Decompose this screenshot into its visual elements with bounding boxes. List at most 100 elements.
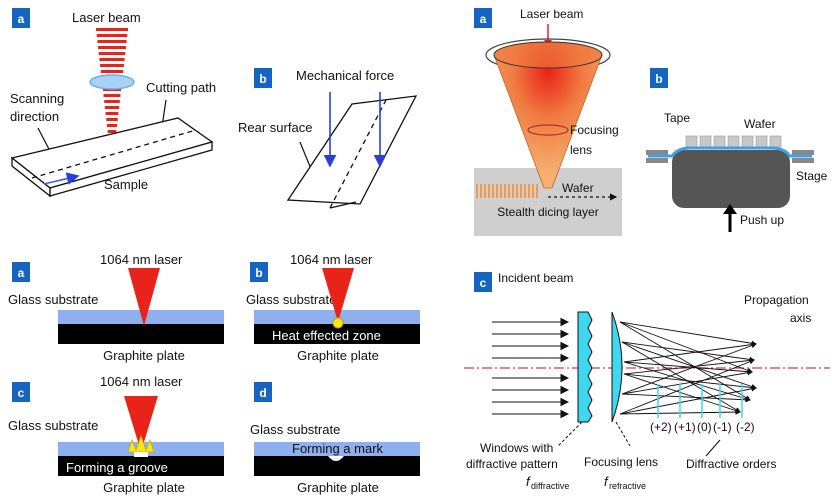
order-label-p2: (+2) [650, 420, 672, 434]
stealth-layer-label: Stealth dicing layer [497, 205, 598, 219]
panel-tl-a: a Laser beam Cutting path Scanning direc… [10, 8, 216, 198]
bl-a-substrate-label: Glass substrate [8, 292, 98, 307]
stealth-stripe [492, 184, 494, 198]
f-refractive-sub: refractive [609, 481, 646, 491]
badge-bl-b [250, 262, 268, 282]
stealth-stripe [524, 184, 526, 198]
diffracted-ray [623, 341, 757, 363]
windows-label-2: diffractive pattern [466, 457, 558, 471]
laser-beam-label: Laser beam [72, 10, 141, 25]
bl-d-plate-label: Graphite plate [297, 480, 379, 495]
stealth-stripe [532, 184, 534, 198]
badge-br-c-text: c [480, 276, 487, 290]
bl-a-plate-label: Graphite plate [103, 348, 185, 363]
laser-stripe [99, 58, 125, 61]
focusing-label-1: Focusing [570, 123, 619, 137]
stealth-stripe [488, 184, 490, 198]
wafer-dies [685, 135, 782, 148]
diffracted-ray [619, 359, 755, 415]
windows-label-1: Windows with [480, 441, 553, 455]
rear-surface-label: Rear surface [238, 120, 312, 135]
bl-c-spark [127, 434, 155, 453]
rear-dashed-line [329, 99, 387, 209]
badge-bl-d [254, 382, 272, 402]
bl-a-laser-cone [128, 268, 160, 326]
bl-d-glass [254, 442, 420, 456]
stage-rail-right-top [792, 150, 814, 155]
bl-d-mark [328, 456, 344, 461]
panel-tr-b: b Tape Wafer Stage Push up [646, 68, 828, 232]
sample-label: Sample [104, 177, 148, 192]
wafer-die [755, 135, 768, 148]
bl-c-groove-label: Forming a groove [66, 460, 168, 475]
incident-rays [492, 317, 570, 419]
scanning-arrow [43, 172, 80, 185]
diffracted-ray [619, 321, 757, 346]
stage-rail-left-top [646, 150, 668, 155]
panel-tl-b: b Mechanical force Rear surface [238, 68, 418, 209]
f-diffractive-base: f [526, 474, 531, 489]
laser-stripe [106, 124, 118, 127]
bl-c-laser-label: 1064 nm laser [100, 374, 183, 389]
stage-rail-right-bottom [792, 158, 814, 163]
push-up-chuck [672, 150, 790, 208]
windows-leader [557, 421, 583, 447]
f-diffractive-sub: diffractive [531, 481, 569, 491]
bl-b-heat-zone [332, 317, 344, 329]
bl-d-plate [254, 456, 420, 476]
diffracted-ray [623, 357, 755, 375]
badge-bl-c [12, 382, 30, 402]
orders-leader [705, 439, 721, 457]
lens-ellipse [89, 74, 135, 90]
laser-stripe [105, 112, 119, 115]
badge-bl-d-text: d [259, 386, 266, 400]
bl-c-plate-label: Graphite plate [103, 480, 185, 495]
order-marks [657, 384, 743, 418]
bl-a-plate [58, 324, 224, 344]
sample-front-face [49, 141, 213, 197]
stealth-stripe [476, 184, 478, 198]
laser-stripe [106, 118, 118, 121]
focusing-lens-ellipse [527, 124, 569, 136]
wafer-die [727, 135, 740, 148]
wafer-parallelogram [286, 95, 418, 205]
diffracted-ray [621, 343, 757, 395]
stealth-layer-stripes [476, 184, 538, 198]
bl-b-plate [254, 324, 420, 344]
badge-bl-a [12, 262, 30, 282]
wafer-die [699, 135, 712, 148]
bl-b-laser-cone [322, 268, 354, 322]
laser-stripe [107, 130, 117, 133]
diffracted-ray [621, 370, 753, 395]
laser-stripe [100, 70, 124, 73]
badge-bl-b-text: b [255, 266, 262, 280]
stage-rail-left-bottom [646, 158, 668, 163]
diffracted-ray [619, 386, 757, 415]
focusing-label-2: lens [570, 143, 592, 157]
diffracted-ray [623, 373, 757, 391]
tr-laser-beam-label: Laser beam [520, 7, 583, 21]
bl-c-groove [134, 452, 148, 457]
stealth-stripe [508, 184, 510, 198]
badge-bl-a-text: a [18, 266, 25, 280]
focusing-lens-label: Focusing lens [584, 455, 658, 469]
laser-stripe [104, 100, 120, 103]
laser-stripe [96, 28, 128, 31]
diffracted-ray [619, 321, 753, 373]
panel-br: c Incident beam Propagation axis (+2) (+… [464, 271, 830, 491]
mechanical-force-label: Mechanical force [296, 68, 394, 83]
propagation-label-1: Propagation [744, 293, 809, 307]
order-label-0: (0) [697, 420, 712, 434]
stealth-stripe [528, 184, 530, 198]
wafer-die [741, 135, 754, 148]
diffractive-orders-label: Diffractive orders [686, 457, 776, 471]
badge-br-c [474, 272, 492, 292]
stage-label: Stage [796, 169, 828, 183]
bl-d-substrate-label: Glass substrate [250, 422, 340, 437]
wafer-bottom-edge [329, 201, 357, 209]
order-label-m1: (-1) [713, 420, 732, 434]
badge-tl-b [254, 68, 272, 88]
panel-bl-a: a 1064 nm laser Glass substrate Graphite… [8, 252, 224, 363]
bl-c-substrate-label: Glass substrate [8, 418, 98, 433]
scanning-label-2: direction [10, 109, 59, 124]
